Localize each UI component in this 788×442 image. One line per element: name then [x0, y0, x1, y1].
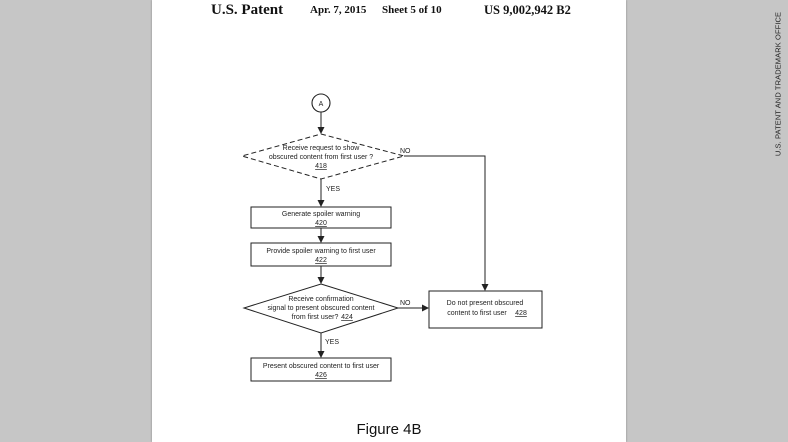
box-426-ref: 426 [315, 372, 327, 379]
decision-418-line2: obscured content from first user ? [269, 154, 373, 161]
label-yes-424: YES [325, 339, 339, 346]
label-yes-418: YES [326, 186, 340, 193]
flowchart-diagram: A Receive request to show obscured conte… [240, 93, 543, 382]
connector-a-label: A [319, 101, 324, 108]
decision-424: Receive confirmation signal to present o… [242, 283, 400, 334]
box-420-ref: 420 [315, 220, 327, 227]
figure-caption: Figure 4B [356, 421, 422, 438]
arrow-418-no-to-428 [404, 155, 489, 291]
watermark: U.S. PATENT AND TRADEMARK OFFICE [767, 0, 788, 442]
process-box-426: Present obscured content to first user 4… [250, 357, 392, 382]
process-box-428: Do not present obscured content to first… [428, 290, 543, 329]
patent-header-number: US 9,002,942 B2 [484, 3, 571, 17]
connector-a: A [311, 93, 331, 113]
process-box-422: Provide spoiler warning to first user 42… [250, 242, 392, 267]
box-426-text: Present obscured content to first user [263, 363, 380, 370]
decision-418-line1: Receive request to show [283, 145, 361, 152]
label-no-424: NO [400, 300, 411, 307]
box-422-text: Provide spoiler warning to first user [266, 248, 376, 255]
decision-418-ref: 418 [315, 163, 327, 170]
patent-header-title: U.S. Patent [211, 2, 284, 18]
box-420-text: Generate spoiler warning [282, 211, 360, 218]
process-box-420: Generate spoiler warning 420 [250, 206, 392, 229]
patent-sheet: U.S. Patent Apr. 7, 2015 Sheet 5 of 10 U… [152, 0, 626, 442]
box-428-line1: Do not present obscured [447, 300, 524, 307]
box-422-ref: 422 [315, 257, 327, 264]
decision-424-ref: 424 [341, 314, 353, 321]
decision-424-line1: Receive confirmation [288, 296, 353, 303]
patent-header-sheet: Sheet 5 of 10 [382, 4, 442, 16]
decision-424-line2: signal to present obscured content [267, 305, 374, 312]
decision-418: Receive request to show obscured content… [240, 133, 406, 180]
label-no-418: NO [400, 148, 411, 155]
box-428-ref: 428 [515, 310, 527, 317]
box-428-line2: content to first user [447, 310, 507, 317]
watermark-text: U.S. PATENT AND TRADEMARK OFFICE [773, 11, 782, 157]
patent-header-date: Apr. 7, 2015 [310, 4, 367, 16]
decision-424-line3: from first user? [292, 314, 339, 321]
